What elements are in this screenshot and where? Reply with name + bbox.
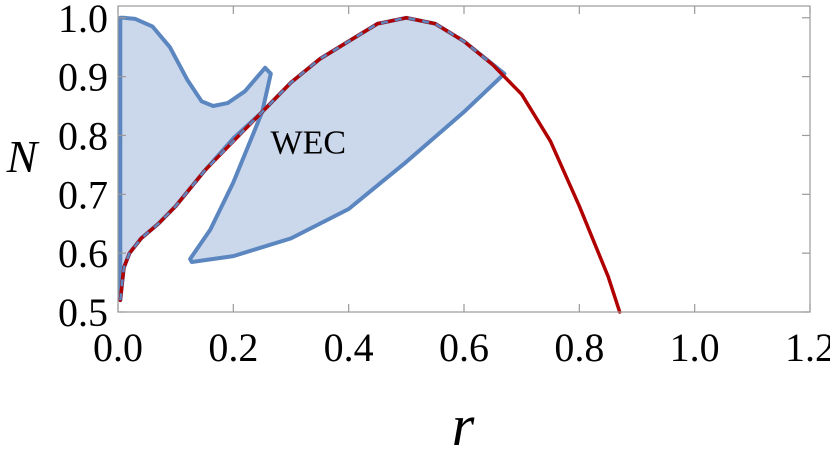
annotation-wec: WEC <box>271 124 347 161</box>
x-tick-label: 0.4 <box>324 325 374 370</box>
y-tick-label: 0.7 <box>58 172 108 217</box>
x-tick-label: 1.0 <box>670 325 720 370</box>
y-tick-label: 0.8 <box>58 113 108 158</box>
y-tick-label: 1.0 <box>58 0 108 41</box>
curve-boundary-dash <box>119 16 494 301</box>
x-tick-label: 0.2 <box>208 325 258 370</box>
y-axis-label: N <box>6 131 40 182</box>
x-axis-label: r <box>452 393 475 458</box>
y-tick-label: 0.9 <box>58 55 108 100</box>
x-tick-label: 0.6 <box>439 325 489 370</box>
plot-frame <box>117 5 811 313</box>
x-tick-label: 0.8 <box>554 325 604 370</box>
y-tick-label: 0.6 <box>58 231 108 276</box>
x-tick-label: 0.0 <box>93 325 143 370</box>
y-tick-label: 0.5 <box>58 290 108 335</box>
wec-region-2 <box>188 15 507 264</box>
x-tick-label: 1.2 <box>785 325 830 370</box>
